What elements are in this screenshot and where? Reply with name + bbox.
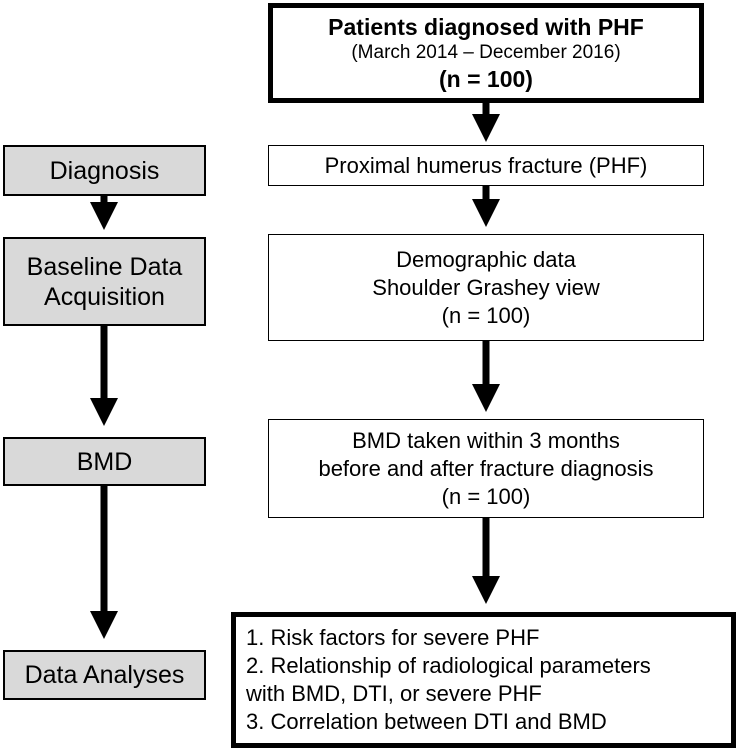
step-baseline: Demographic data Shoulder Grashey view (… [268, 234, 704, 341]
stage-baseline-label-line2: Acquisition [44, 282, 165, 311]
step-phf: Proximal humerus fracture (PHF) [268, 145, 704, 186]
stage-data-analyses: Data Analyses [3, 650, 206, 700]
stage-diagnosis: Diagnosis [3, 145, 206, 196]
stage-diagnosis-label: Diagnosis [49, 156, 160, 185]
step-analyses: 1. Risk factors for severe PHF 2. Relati… [231, 612, 736, 748]
step-bmd-line2: before and after fracture diagnosis [318, 455, 654, 481]
analysis-item-2: 2. Relationship of radiological paramete… [246, 653, 651, 678]
step-baseline-line3: (n = 100) [441, 302, 531, 328]
top-box-count: (n = 100) [439, 66, 533, 92]
analysis-item-1: 1. Risk factors for severe PHF [246, 625, 540, 650]
step-baseline-line2: Shoulder Grashey view [372, 274, 600, 300]
stage-data-analyses-label: Data Analyses [24, 661, 185, 689]
step-bmd-line3: (n = 100) [441, 483, 531, 509]
stage-bmd-label: BMD [76, 447, 133, 476]
top-box-patients: Patients diagnosed with PHF (March 2014 … [268, 3, 704, 103]
top-box-period: (March 2014 – December 2016) [351, 42, 621, 63]
step-phf-text: Proximal humerus fracture (PHF) [324, 152, 648, 178]
top-box-title: Patients diagnosed with PHF [328, 14, 644, 40]
step-baseline-line1: Demographic data [396, 246, 576, 272]
stage-baseline-label-line1: Baseline Data [26, 252, 183, 281]
step-bmd: BMD taken within 3 months before and aft… [268, 419, 704, 518]
stage-baseline: Baseline Data Acquisition [3, 237, 206, 326]
step-bmd-line1: BMD taken within 3 months [352, 427, 620, 453]
stage-bmd: BMD [3, 437, 206, 486]
analysis-item-3: 3. Correlation between DTI and BMD [246, 709, 607, 734]
analysis-item-2-cont: with BMD, DTI, or severe PHF [246, 681, 542, 706]
